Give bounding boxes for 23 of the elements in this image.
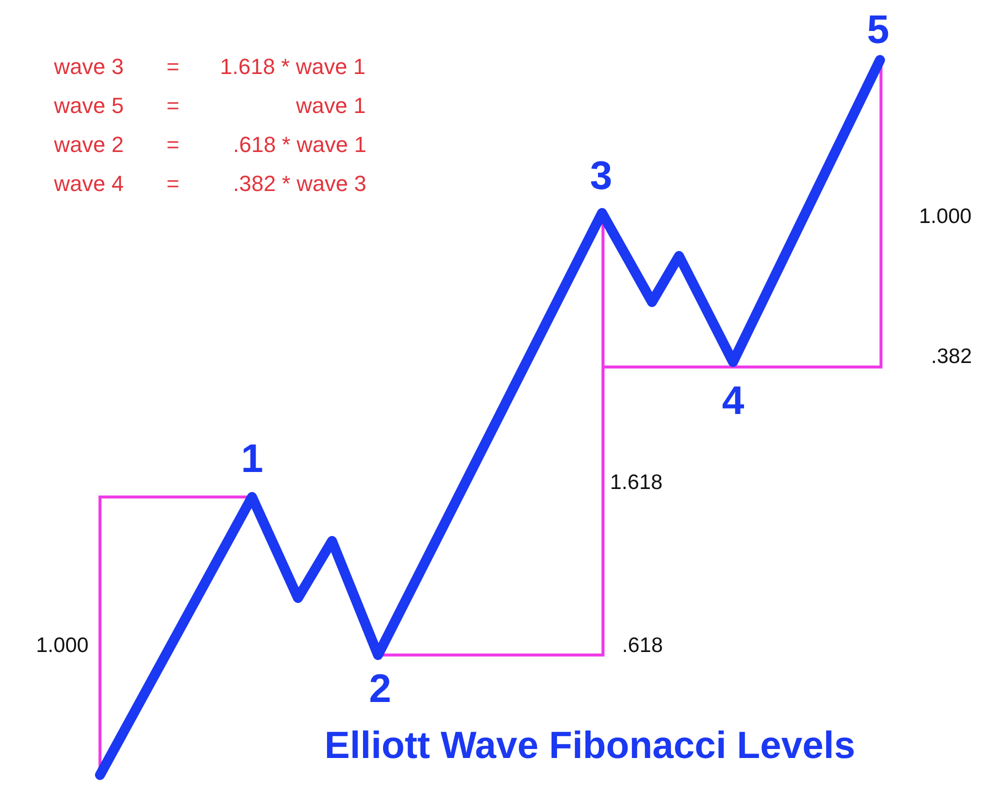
wave-number: 5	[867, 10, 890, 50]
ratio-formula: 1.618 * wave 1	[220, 56, 366, 78]
equals-sign: =	[166, 134, 180, 156]
ratio-formula: wave 1	[296, 95, 366, 117]
wave-number: 3	[590, 156, 612, 196]
equals-sign: =	[166, 95, 180, 117]
ratio-value: 1.000	[919, 206, 972, 226]
ratio-formula: .618 * wave 1	[233, 134, 366, 156]
equals-sign: =	[166, 173, 180, 195]
ratio-formula: .382 * wave 3	[233, 173, 366, 195]
wave-name: wave 3	[54, 56, 124, 78]
wave-name: wave 5	[54, 95, 124, 117]
ratio-value: .382	[931, 346, 972, 366]
chart-title: Elliott Wave Fibonacci Levels	[324, 727, 856, 765]
wave-name: wave 2	[54, 134, 124, 156]
wave-number: 1	[241, 439, 264, 479]
wave-number: 4	[722, 381, 744, 421]
equals-sign: =	[166, 56, 180, 78]
wave-name: wave 4	[54, 173, 124, 195]
ratio-value: 1.618	[610, 472, 663, 492]
ratio-value: 1.000	[36, 634, 89, 656]
wave-number: 2	[369, 669, 392, 709]
ratio-value: .618	[622, 634, 663, 656]
